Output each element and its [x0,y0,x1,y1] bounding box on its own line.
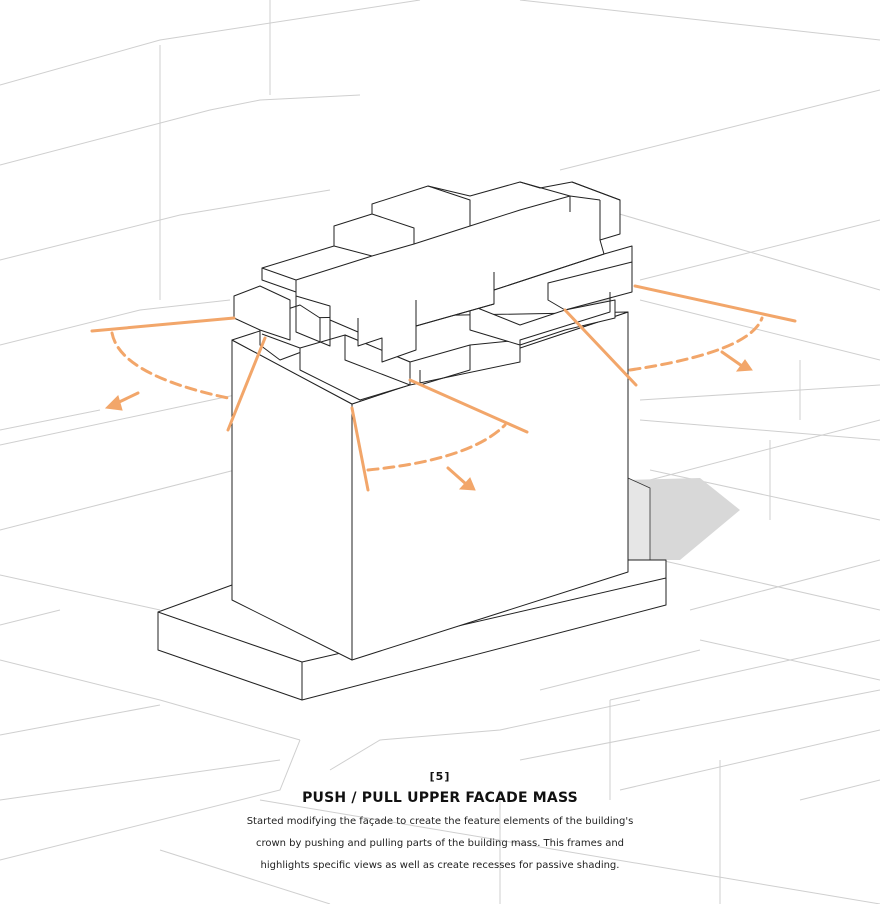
step-title: PUSH / PULL UPPER FACADE MASS [302,790,578,806]
arrow-right-shaft [720,350,744,368]
view-arc-center [366,423,507,472]
description-line: Started modifying the façade to create t… [246,816,634,827]
caption: [5] PUSH / PULL UPPER FACADE MASS Starte… [0,768,880,877]
step-description: Started modifying the façade to create t… [0,811,880,877]
view-arc-right [628,316,764,372]
arrow-center-head [458,477,476,491]
view-line-center-right [408,378,529,434]
view-arrows [104,350,753,491]
description-line: crown by pushing and pulling parts of th… [255,838,625,849]
view-line-left-upper [90,316,236,333]
description-line: highlights specific views as well as cre… [260,860,620,871]
arrow-right-head [735,359,753,372]
view-frames [90,284,797,492]
arrow-center-shaft [446,466,468,486]
view-line-left-lower [226,336,267,432]
view-line-right-upper [633,284,797,323]
view-line-right-lower [563,308,638,387]
view-line-center-left [350,406,370,492]
tower-body [231,311,629,661]
view-arc-left [110,331,230,400]
annex-block [627,477,651,566]
step-number: [5] [429,770,451,783]
arrow-left-head [104,395,123,411]
crown-blocks [233,181,633,401]
